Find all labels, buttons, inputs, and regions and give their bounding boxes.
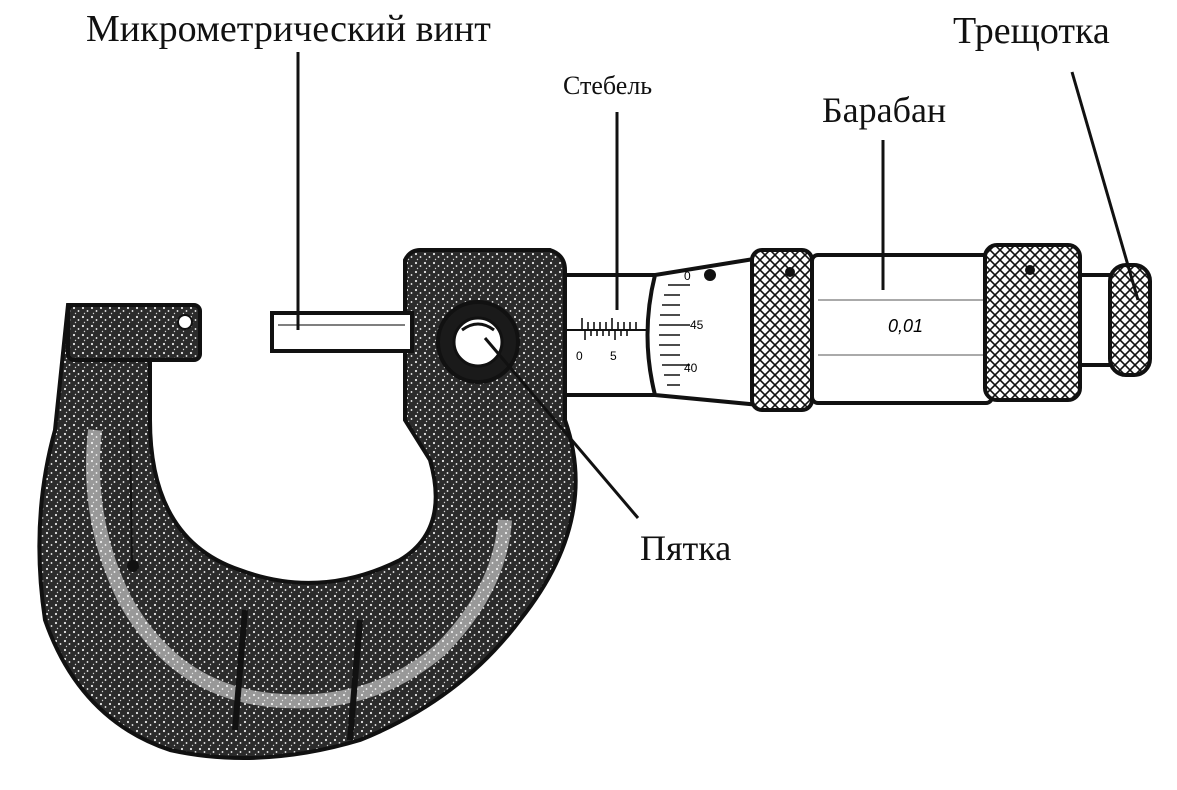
sleeve: 0 5 — [563, 273, 657, 397]
frame-rib-right — [347, 619, 363, 741]
thimble-mark-40: 40 — [684, 361, 698, 375]
leader-lines — [296, 52, 1140, 519]
frame-pin-line — [129, 429, 133, 566]
frame — [37, 248, 578, 760]
thimble-mark-45: 45 — [690, 318, 704, 332]
frame-rib-left — [232, 609, 248, 731]
thimble-knurl — [750, 248, 814, 412]
frame-pin-dot — [127, 560, 139, 572]
frame-body — [37, 248, 578, 760]
leader-ratchet — [1070, 71, 1140, 301]
sleeve-mark-5: 5 — [610, 349, 617, 363]
spindle — [270, 311, 414, 353]
lock-hub — [436, 300, 520, 384]
label-ratchet: Трещотка — [953, 10, 1110, 52]
label-stem: Стебель — [563, 71, 653, 100]
fixed-anvil-block — [66, 303, 202, 362]
label-micrometer-screw: Микрометрический винт — [86, 8, 491, 50]
sleeve-mark-0: 0 — [576, 349, 583, 363]
division-value: 0,01 — [888, 316, 923, 336]
label-thimble: Барабан — [822, 90, 947, 130]
thimble: 0 45 40 0,01 — [645, 248, 994, 412]
leader-anvil — [483, 337, 640, 519]
thimble-mark-0: 0 — [684, 269, 691, 283]
frame-inner-band — [86, 429, 512, 709]
label-anvil: Пятка — [640, 528, 732, 568]
ratchet — [983, 243, 1152, 402]
